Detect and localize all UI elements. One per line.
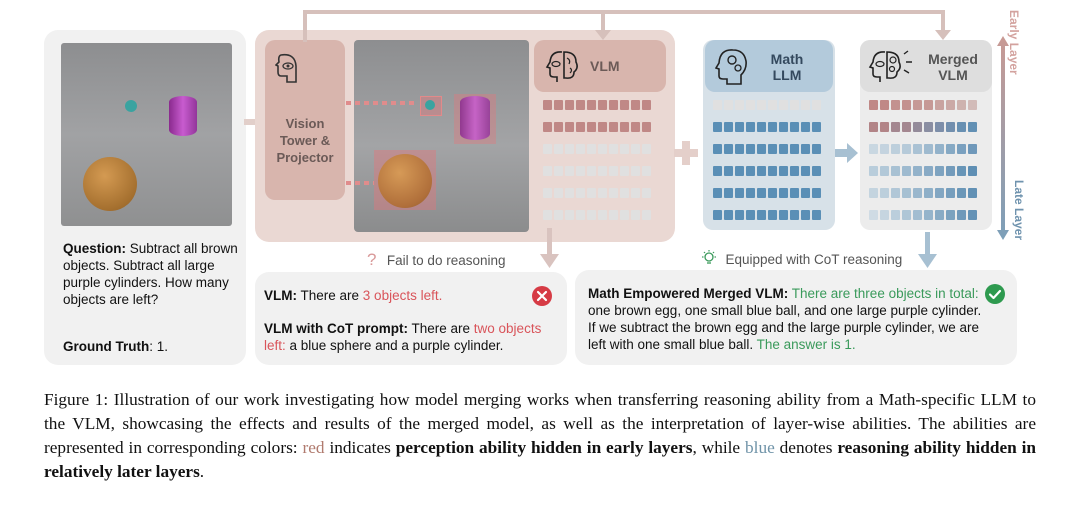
- plus-icon: [674, 141, 698, 165]
- figure-caption: Figure 1: Illustration of our work inves…: [44, 388, 1036, 484]
- vlm-cot-label: VLM with CoT prompt:: [264, 321, 408, 336]
- caption-bold2: reasoning ability hidden in relatively l…: [44, 438, 1037, 481]
- gear-head-icon: [715, 49, 747, 85]
- merged-title-line2: VLM: [938, 67, 968, 83]
- small-cyan-ball: [125, 100, 137, 112]
- vlm-answer-line: VLM: There are 3 objects left.: [264, 287, 524, 304]
- merged-answer-text: Math Empowered Merged VLM: There are thr…: [588, 285, 983, 353]
- late-layer-label: Late Layer: [1012, 180, 1026, 241]
- arrow-to-merged: [835, 143, 858, 163]
- vlm-answer-text: There are: [297, 288, 363, 303]
- ground-truth-label: Ground Truth: [63, 339, 150, 354]
- vlm-answer-label: VLM:: [264, 288, 297, 303]
- scene-image: [61, 43, 232, 226]
- merged-layer-grid: [869, 100, 984, 225]
- brown-sphere: [83, 157, 137, 211]
- vlm-cot-wrong: two objects left:: [264, 321, 542, 353]
- merged-vlm-title: Merged VLM: [922, 51, 984, 83]
- merged-answer-box: Math Empowered Merged VLM: There are thr…: [575, 270, 1017, 365]
- merged-answer-final: The answer is 1.: [756, 337, 856, 352]
- ground-truth-value: : 1.: [149, 339, 168, 354]
- math-llm-header: Math LLM: [705, 40, 833, 92]
- tower-line3: Projector: [276, 150, 334, 165]
- correct-icon: [985, 284, 1005, 304]
- question-panel: Question: Subtract all brown objects. Su…: [44, 30, 246, 365]
- arrow-down-vlm: [540, 228, 559, 268]
- thumb-sphere: [378, 154, 432, 208]
- vlm-model-box: VLM: [534, 40, 666, 92]
- merged-answer-green1: There are three objects in total:: [788, 286, 979, 301]
- cot-status: Equipped with CoT reasoning: [700, 249, 902, 269]
- lightbulb-icon: [702, 250, 716, 264]
- vlm-cot-text1: There are: [407, 321, 474, 336]
- caption-part2: indicates: [324, 438, 396, 457]
- caption-part1: Figure 1: Illustration of our work inves…: [44, 390, 1036, 457]
- caption-part5: .: [199, 462, 205, 481]
- caption-part4: denotes: [774, 438, 838, 457]
- merged-answer-label: Math Empowered Merged VLM:: [588, 286, 789, 301]
- merged-title-line1: Merged: [928, 51, 978, 67]
- caption-bold1: perception ability hidden in early layer…: [395, 438, 693, 457]
- vision-tower-box: Vision Tower & Projector: [265, 40, 345, 200]
- merged-head-icon: [868, 50, 912, 82]
- vlm-answer-box: VLM: There are 3 objects left. VLM with …: [255, 272, 567, 365]
- arrow-down-merged: [918, 232, 937, 268]
- fail-label: Fail to do reasoning: [386, 253, 506, 268]
- question-label: Question:: [63, 241, 126, 256]
- eye-head-icon: [275, 53, 297, 83]
- purple-cylinder: [169, 96, 197, 136]
- tower-line2: Tower &: [279, 133, 331, 148]
- math-llm-title: Math LLM: [757, 51, 817, 83]
- math-title-line2: LLM: [772, 67, 802, 83]
- math-layer-grid: [713, 100, 828, 225]
- scene-thumbnail: [354, 40, 529, 232]
- caption-red-word: red: [302, 438, 325, 457]
- vlm-layer-grid: [543, 100, 658, 225]
- question-mark-icon: ?: [367, 250, 377, 269]
- fail-status: ? Fail to do reasoning: [367, 250, 506, 270]
- cot-label: Equipped with CoT reasoning: [725, 252, 903, 267]
- ground-truth: Ground Truth: 1.: [63, 338, 168, 355]
- merged-answer-body: one brown egg, one small blue ball, and …: [588, 303, 982, 352]
- caption-blue-word: blue: [745, 438, 775, 457]
- perception-connectors: [346, 101, 418, 185]
- early-layer-label: Early Layer: [1007, 10, 1021, 75]
- top-connector: [303, 10, 951, 42]
- question-body: Subtract all brown objects. Subtract all…: [63, 241, 238, 307]
- thumb-cylinder: [460, 96, 490, 140]
- vision-tower-label: Vision Tower & Projector: [265, 115, 345, 166]
- layer-axis-arrow: [997, 36, 1009, 240]
- vlm-title: VLM: [590, 58, 620, 74]
- brain-head-icon: [545, 51, 578, 82]
- tower-line1: Vision: [285, 116, 325, 131]
- thumb-cyan-ball: [425, 100, 435, 110]
- vlm-cot-answer: VLM with CoT prompt: There are two objec…: [264, 320, 562, 354]
- caption-part3: , while: [692, 438, 745, 457]
- wrong-icon: [532, 286, 552, 306]
- question-text: Question: Subtract all brown objects. Su…: [63, 240, 238, 308]
- vlm-answer-wrong: 3 objects left.: [362, 288, 443, 303]
- math-title-line1: Math: [770, 51, 804, 67]
- merged-vlm-header: Merged VLM: [860, 40, 992, 92]
- vlm-cot-text2: a blue sphere and a purple cylinder.: [285, 338, 504, 353]
